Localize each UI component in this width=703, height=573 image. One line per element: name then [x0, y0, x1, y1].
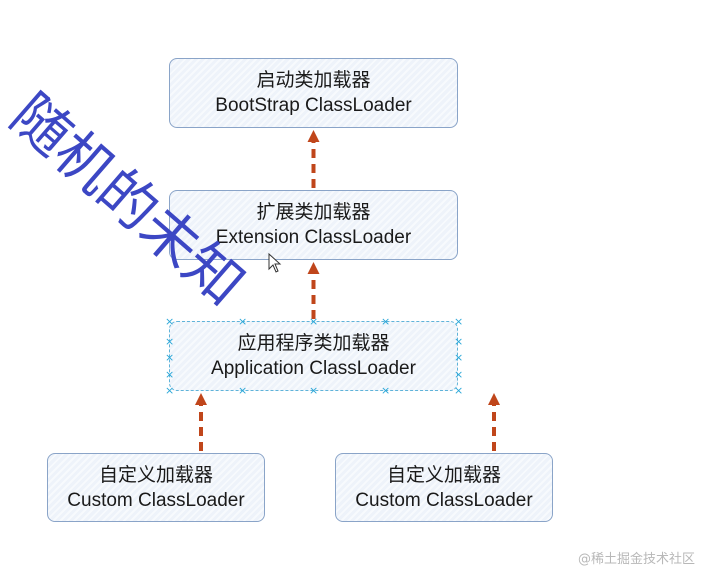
- selection-handle[interactable]: ×: [381, 384, 391, 397]
- selection-handle[interactable]: ×: [238, 315, 248, 328]
- node-en-label: Custom ClassLoader: [355, 489, 533, 511]
- node-en-label: Extension ClassLoader: [215, 227, 412, 248]
- node-extension-classloader[interactable]: 扩展类加载器 Extension ClassLoader: [169, 190, 458, 260]
- selection-handle[interactable]: ×: [165, 315, 175, 328]
- selection-handle[interactable]: ×: [454, 335, 464, 348]
- selection-handle[interactable]: ×: [381, 315, 391, 328]
- node-cn-label: 应用程序类加载器: [237, 332, 390, 354]
- arrowhead-icon: [307, 130, 320, 142]
- node-cn-label: 启动类加载器: [256, 69, 371, 91]
- selection-handle[interactable]: ×: [165, 335, 175, 348]
- node-en-label: Custom ClassLoader: [67, 489, 245, 511]
- selection-handle[interactable]: ×: [454, 315, 464, 328]
- selection-handle[interactable]: ×: [454, 368, 464, 381]
- node-en-label: Application ClassLoader: [211, 358, 416, 379]
- arrowhead-icon: [488, 393, 500, 405]
- selection-handle[interactable]: ×: [309, 384, 319, 397]
- selection-handle[interactable]: ×: [165, 384, 175, 397]
- node-bootstrap-classloader[interactable]: 启动类加载器 BootStrap ClassLoader: [169, 58, 458, 128]
- node-application-classloader[interactable]: 应用程序类加载器 Application ClassLoader: [169, 321, 458, 391]
- node-cn-label: 自定义加载器: [386, 463, 501, 486]
- node-cn-label: 自定义加载器: [98, 463, 213, 486]
- mouse-cursor-icon: [268, 253, 282, 273]
- selection-handle[interactable]: ×: [454, 351, 464, 364]
- selection-handle[interactable]: ×: [309, 315, 319, 328]
- node-custom-classloader-right[interactable]: 自定义加载器 Custom ClassLoader: [335, 453, 553, 522]
- selection-handle[interactable]: ×: [238, 384, 248, 397]
- credit-text: @稀土掘金技术社区: [577, 552, 695, 567]
- node-custom-classloader-left[interactable]: 自定义加载器 Custom ClassLoader: [47, 453, 265, 522]
- node-en-label: BootStrap ClassLoader: [215, 95, 412, 116]
- selection-handle[interactable]: ×: [165, 351, 175, 364]
- node-cn-label: 扩展类加载器: [256, 201, 371, 223]
- arrowhead-icon: [307, 262, 320, 274]
- selection-handle[interactable]: ×: [165, 368, 175, 381]
- selection-handle[interactable]: ×: [454, 384, 464, 397]
- arrowhead-icon: [195, 393, 207, 405]
